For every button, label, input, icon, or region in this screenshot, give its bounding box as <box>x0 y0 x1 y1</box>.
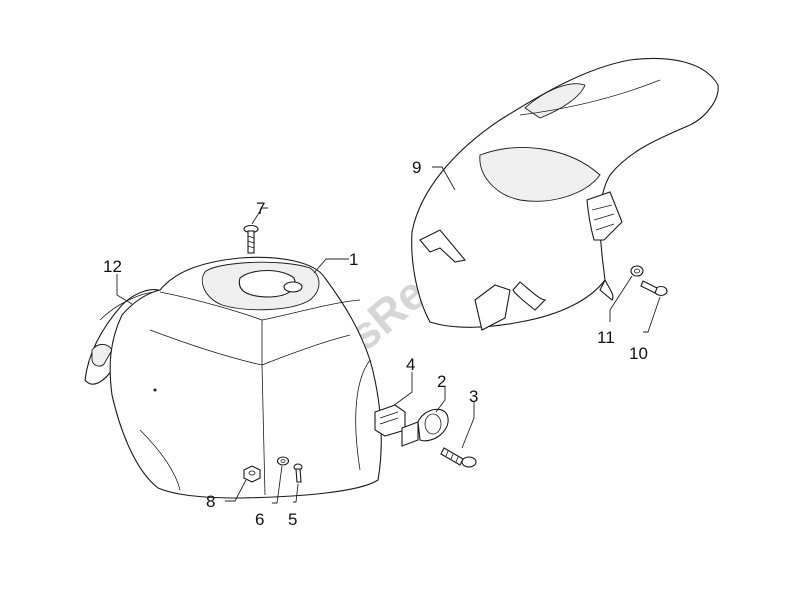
callout-labels: 1 2 3 4 5 6 7 8 9 10 11 12 <box>103 158 648 529</box>
screw-10-part <box>640 280 668 297</box>
screw-7-part <box>243 224 259 254</box>
screw-5-part <box>293 463 303 483</box>
front-mudguard-part <box>109 256 382 499</box>
callout-6: 6 <box>255 510 264 529</box>
callout-11: 11 <box>597 328 615 347</box>
callout-10: 10 <box>629 344 648 363</box>
screw-3-part <box>440 447 477 468</box>
callout-7: 7 <box>256 199 265 218</box>
callout-5: 5 <box>288 510 297 529</box>
cable-clamp-2-part <box>401 408 449 447</box>
callout-2: 2 <box>437 372 446 391</box>
nut-8-part <box>243 465 261 483</box>
washer-11-part <box>630 265 644 277</box>
callout-4: 4 <box>406 355 415 374</box>
callout-9: 9 <box>412 158 421 177</box>
callout-3: 3 <box>469 387 478 406</box>
washer-6-part <box>276 456 290 466</box>
rear-mudguard-part <box>411 57 719 331</box>
leader-lines <box>116 166 661 504</box>
callout-8: 8 <box>206 492 215 511</box>
callout-12: 12 <box>103 257 122 276</box>
callout-1: 1 <box>349 250 358 269</box>
